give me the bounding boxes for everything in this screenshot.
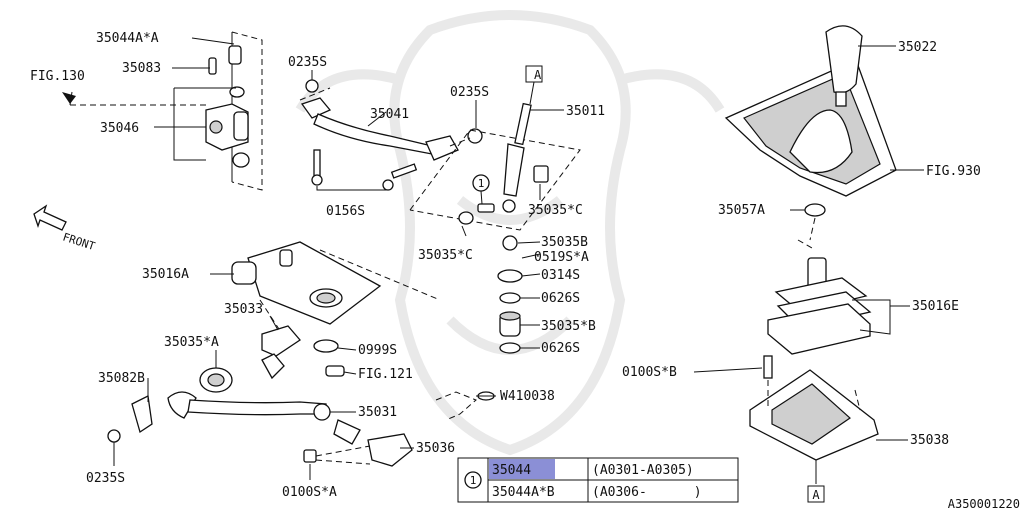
label-35035star-b[interactable]: 35035*B — [541, 319, 596, 334]
label-35011[interactable]: 35011 — [566, 104, 605, 119]
arm-35033-part[interactable] — [261, 325, 301, 357]
label-35044a[interactable]: 35044A*A — [96, 31, 159, 46]
label-35016e[interactable]: 35016E — [912, 299, 959, 314]
label-fig121[interactable]: FIG.121 — [358, 367, 413, 382]
table-highlight — [489, 459, 555, 479]
bushing-35035c-right-part[interactable] — [533, 165, 549, 183]
oring-0999s-part[interactable] — [313, 339, 339, 353]
table-row[interactable]: 35044A*B (A0306- ) — [492, 485, 702, 500]
shift-housing-assembly[interactable] — [231, 241, 441, 347]
table-marker: 1 — [470, 474, 477, 487]
nut-0235s-part[interactable] — [305, 79, 319, 93]
table-part-number[interactable]: 35044 — [492, 463, 531, 478]
label-0626s-2[interactable]: 0626S — [541, 341, 580, 356]
leader-lines — [113, 37, 924, 480]
bolt-0100sb-part[interactable] — [763, 355, 773, 379]
bushing-35035b-part[interactable] — [502, 235, 518, 251]
shift-boot-part[interactable] — [789, 109, 853, 174]
label-0519sa[interactable]: 0519S*A — [534, 250, 589, 265]
label-0999s[interactable]: 0999S — [358, 343, 397, 358]
table-range: (A0306- ) — [592, 485, 702, 500]
callout-labels: 35044A*A 35083 FIG.130 35046 0235S 35041… — [30, 31, 1020, 511]
rod-bracket-part[interactable] — [300, 97, 332, 119]
label-35035c-2[interactable]: 35035*C — [418, 248, 473, 263]
bracket-35082b-part[interactable] — [131, 395, 153, 434]
label-35038[interactable]: 35038 — [910, 433, 949, 448]
bezel-35038-assembly[interactable] — [749, 355, 879, 461]
console-assembly[interactable] — [724, 25, 897, 249]
plate-35016e-lower-part[interactable] — [767, 303, 871, 355]
nut-0235s-bottom-part[interactable] — [107, 429, 121, 443]
rod-end-bracket-part[interactable] — [425, 135, 459, 161]
rod-35031-part[interactable] — [187, 399, 327, 416]
label-35031[interactable]: 35031 — [358, 405, 397, 420]
cap-35057a-part[interactable] — [804, 203, 826, 217]
label-35016a[interactable]: 35016A — [142, 267, 189, 282]
diagram-code: A350001220 — [948, 497, 1020, 511]
label-35035b[interactable]: 35035B — [541, 235, 588, 250]
nut-0235s-right-part[interactable] — [467, 128, 483, 144]
table-row[interactable]: 35044 (A0301-A0305) — [492, 463, 694, 478]
label-ref-a-top: A — [534, 68, 542, 82]
label-35082b[interactable]: 35082B — [98, 371, 145, 386]
boot-part[interactable] — [231, 261, 257, 285]
shift-plate-stack[interactable] — [767, 257, 891, 355]
label-35041[interactable]: 35041 — [370, 107, 409, 122]
washer-0626s-top-part[interactable] — [499, 292, 521, 304]
lower-bracket-assembly[interactable] — [303, 433, 413, 467]
label-0626s-1[interactable]: 0626S — [541, 291, 580, 306]
label-35033[interactable]: 35033 — [224, 302, 263, 317]
shift-lever-assembly[interactable] — [409, 102, 581, 231]
label-0100sa[interactable]: 0100S*A — [282, 485, 337, 500]
marker-1-icon: 1 — [472, 174, 490, 205]
bushing-35035c-left-part[interactable] — [458, 211, 474, 225]
shift-arm-assembly[interactable] — [107, 325, 361, 445]
bolt-0156s-right-part[interactable] — [390, 163, 418, 179]
bracket-35036-part[interactable] — [367, 433, 413, 467]
label-ref-a-bottom: A — [812, 488, 820, 502]
label-0314s[interactable]: 0314S — [541, 268, 580, 283]
label-35035c-1[interactable]: 35035*C — [528, 203, 583, 218]
clip-0314s-part[interactable] — [497, 269, 523, 283]
bolt-0100sa-part[interactable] — [303, 449, 317, 463]
table-range: (A0301-A0305) — [592, 463, 694, 478]
watermark-emblem — [295, 10, 725, 456]
washer-0626s-bottom-part[interactable] — [499, 342, 521, 354]
label-35057a[interactable]: 35057A — [718, 203, 765, 218]
ref-marker-a-bottom — [807, 460, 825, 503]
ref-marker-a-top — [525, 65, 543, 105]
label-35036[interactable]: 35036 — [416, 441, 455, 456]
label-fig130[interactable]: FIG.130 — [30, 69, 85, 84]
pin-35083-part[interactable] — [208, 57, 217, 75]
label-35083[interactable]: 35083 — [122, 61, 161, 76]
label-fig930[interactable]: FIG.930 — [926, 164, 981, 179]
shift-bracket-assembly[interactable] — [69, 31, 263, 191]
front-arrow-icon — [33, 204, 67, 231]
shift-rod-assembly[interactable] — [299, 79, 483, 191]
label-35035a[interactable]: 35035*A — [164, 335, 219, 350]
label-0235s-2[interactable]: 0235S — [450, 85, 489, 100]
label-front: FRONT — [61, 230, 97, 253]
label-0100sb[interactable]: 0100S*B — [622, 365, 677, 380]
label-0235s-1[interactable]: 0235S — [288, 55, 327, 70]
label-35046[interactable]: 35046 — [100, 121, 139, 136]
bushing-35044a-part[interactable] — [228, 45, 242, 65]
lever-35011-part[interactable] — [514, 102, 532, 146]
bushing-bottom-part[interactable] — [232, 152, 250, 168]
label-0235s-3[interactable]: 0235S — [86, 471, 125, 486]
bushing-top-part[interactable] — [229, 86, 245, 98]
part-variant-table: 1 35044 (A0301-A0305) 35044A*B (A0306- ) — [457, 457, 739, 503]
marker-1-label: 1 — [478, 177, 485, 190]
fig130-arrow-icon — [62, 92, 76, 104]
label-0156s[interactable]: 0156S — [326, 204, 365, 219]
table-part-number[interactable]: 35044A*B — [492, 485, 555, 500]
label-w410038[interactable]: W410038 — [500, 389, 555, 404]
center-stack-parts[interactable] — [497, 235, 541, 354]
label-35022[interactable]: 35022 — [898, 40, 937, 55]
bolt-fig121-part[interactable] — [325, 365, 345, 377]
